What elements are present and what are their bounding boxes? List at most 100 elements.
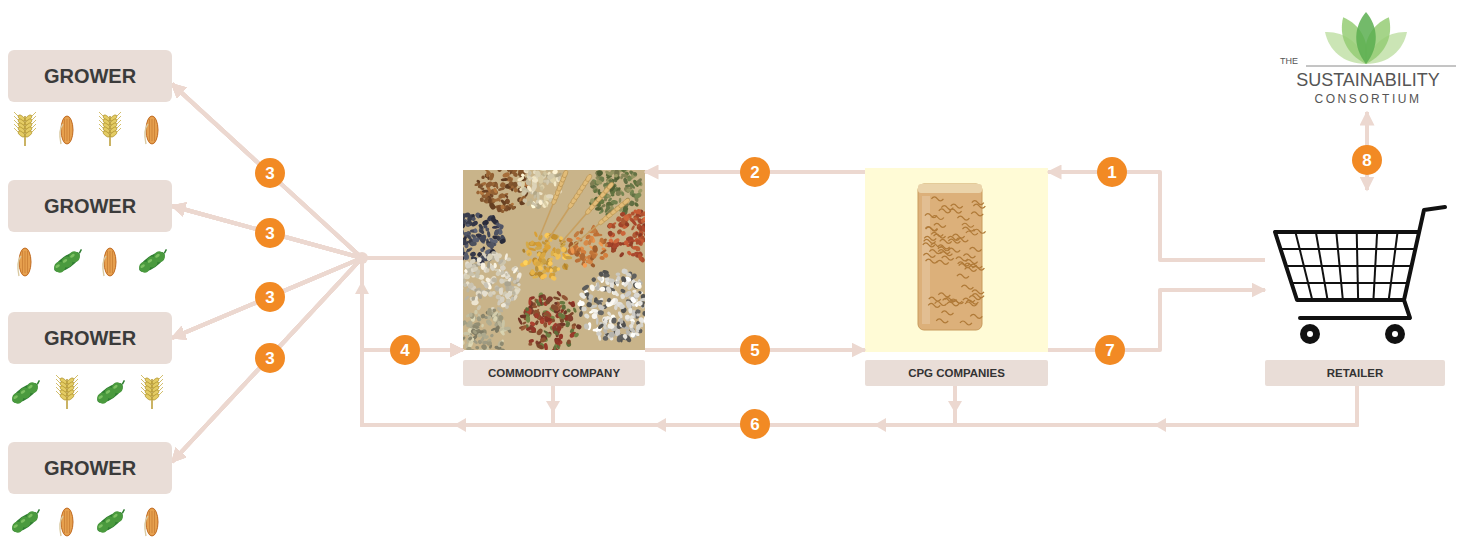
grain-dot bbox=[485, 180, 494, 188]
grain-dot bbox=[477, 293, 483, 300]
grain-dot bbox=[477, 339, 483, 345]
grain-dot bbox=[615, 216, 622, 223]
flow-arrow bbox=[172, 258, 955, 425]
flow-arrow bbox=[172, 206, 955, 425]
grain-dot bbox=[536, 251, 541, 257]
soy-pod bbox=[9, 508, 40, 535]
grain-dot bbox=[623, 240, 629, 246]
grain-dot bbox=[550, 275, 557, 281]
grain-dot bbox=[607, 230, 613, 237]
grain-dot bbox=[616, 272, 621, 276]
grain-dot bbox=[472, 266, 479, 272]
grain-dot bbox=[517, 317, 523, 325]
grain-dot bbox=[625, 184, 631, 187]
grain-dot bbox=[491, 251, 496, 254]
grain-dot bbox=[463, 255, 465, 261]
grain-dot bbox=[619, 252, 625, 259]
grain-dot bbox=[533, 231, 538, 238]
corn-cob bbox=[146, 508, 158, 536]
grain-dot bbox=[642, 216, 645, 222]
grain-dot bbox=[610, 248, 616, 253]
grain-dot bbox=[511, 185, 514, 191]
soy-shine bbox=[113, 513, 119, 518]
grain-dot bbox=[575, 324, 582, 331]
grain-dot bbox=[562, 252, 567, 258]
grain-dot bbox=[531, 201, 538, 207]
grain-dot bbox=[625, 272, 632, 278]
grain-dot bbox=[606, 311, 612, 317]
flow-arrow bbox=[172, 258, 1357, 462]
corn-husk bbox=[60, 124, 63, 144]
grain-dot bbox=[506, 170, 512, 173]
corn-row bbox=[69, 511, 70, 533]
soy-bean bbox=[110, 380, 125, 395]
pasta-piece bbox=[974, 229, 986, 233]
grain-dot bbox=[543, 311, 551, 318]
grain-dot bbox=[591, 253, 597, 260]
grain-dot bbox=[624, 290, 633, 299]
grain-dot bbox=[572, 307, 577, 313]
grain-dot bbox=[602, 317, 609, 323]
corn-row bbox=[110, 251, 111, 273]
grain-dot bbox=[538, 297, 543, 305]
grain-dot bbox=[633, 216, 637, 220]
grain-dot bbox=[635, 246, 641, 252]
grain-dot bbox=[503, 327, 511, 331]
grain-dot bbox=[504, 194, 509, 199]
callout-number: 7 bbox=[1105, 342, 1114, 359]
grain-dot bbox=[608, 171, 615, 176]
grain-dot bbox=[581, 284, 590, 292]
grain-dot bbox=[494, 278, 497, 283]
grower-box: GROWER bbox=[8, 312, 172, 364]
box-title: GROWER bbox=[44, 195, 136, 218]
flow-arrow bbox=[172, 258, 463, 338]
grain-dot bbox=[608, 331, 615, 337]
grain-dot bbox=[599, 286, 605, 292]
grain-dot bbox=[591, 309, 598, 313]
callout-number: 6 bbox=[750, 416, 759, 433]
grain-dot bbox=[487, 262, 491, 269]
grain-dot bbox=[618, 198, 621, 204]
soy-stem bbox=[121, 509, 125, 513]
grain-dot bbox=[589, 284, 595, 292]
grain-dot bbox=[495, 270, 502, 277]
grain-dot bbox=[583, 263, 588, 268]
box-title: GROWER bbox=[44, 327, 136, 350]
grain-dot bbox=[561, 294, 569, 302]
grain-dot bbox=[476, 304, 482, 311]
photo-ground bbox=[463, 170, 645, 350]
wheat-awn bbox=[99, 128, 104, 133]
grain-dot bbox=[616, 335, 622, 343]
pasta-piece bbox=[935, 302, 947, 306]
corn-row bbox=[107, 251, 108, 273]
corn-row bbox=[149, 119, 150, 141]
wheat-stem bbox=[570, 200, 628, 248]
grain-dot bbox=[506, 170, 513, 172]
grain-dot bbox=[621, 281, 626, 286]
pasta-piece bbox=[951, 204, 963, 208]
grain-dot bbox=[476, 256, 482, 262]
wheat-icon bbox=[99, 112, 121, 146]
grain-dot bbox=[504, 271, 508, 276]
grain-dot bbox=[553, 330, 560, 337]
grain-dot bbox=[597, 323, 604, 330]
grain-dot bbox=[554, 302, 558, 305]
corn-husk bbox=[60, 516, 63, 536]
grain-dot bbox=[499, 348, 506, 350]
grain-dot bbox=[502, 320, 506, 328]
grain-dot bbox=[511, 181, 519, 189]
grain-dot bbox=[463, 336, 466, 340]
grain-dot bbox=[552, 319, 555, 323]
grain-dot bbox=[641, 225, 645, 232]
grain-dot bbox=[520, 173, 525, 178]
grain-dot bbox=[534, 170, 542, 178]
grain-dot bbox=[608, 179, 612, 182]
corn-cob bbox=[146, 116, 158, 144]
grain-dot bbox=[547, 260, 554, 267]
wheat-kernel bbox=[102, 130, 111, 138]
grain-dot bbox=[530, 270, 536, 276]
grain-dot bbox=[464, 295, 470, 301]
callout-badge: 3 bbox=[255, 218, 285, 248]
grain-dot bbox=[628, 308, 633, 313]
wheat-awn bbox=[158, 391, 163, 396]
